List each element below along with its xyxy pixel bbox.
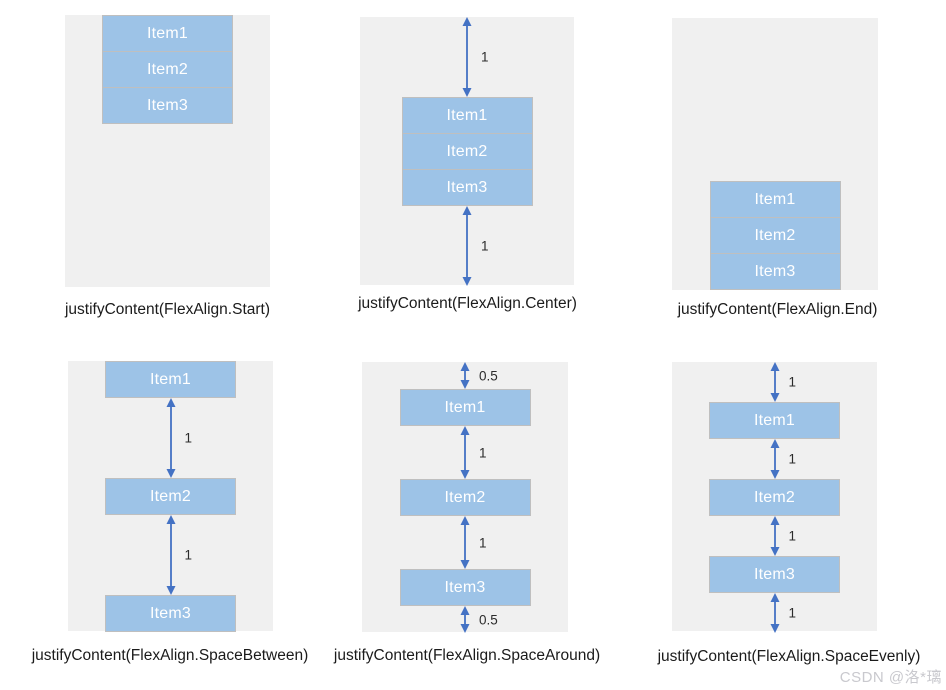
double-arrow-icon — [766, 593, 784, 633]
double-arrow-icon — [456, 606, 474, 633]
empty-space — [65, 124, 270, 287]
gap-weight-label: 0.5 — [479, 612, 498, 627]
flex-item-item1: Item1 — [105, 361, 236, 398]
gap-space: 1 — [672, 362, 877, 402]
flex-item-item2: Item2 — [102, 51, 233, 88]
gap-weight-label: 1 — [479, 445, 487, 460]
flex-item-item1: Item1 — [401, 97, 533, 134]
double-arrow-icon — [458, 206, 476, 286]
gap-space: 0.5 — [362, 362, 568, 389]
gap-weight-label: 1 — [788, 374, 797, 390]
gap-weight-label: 1 — [788, 451, 797, 467]
flex-item-item2: Item2 — [399, 479, 531, 516]
flex-item-item3: Item3 — [401, 169, 533, 206]
gap-weight-label: 1 — [788, 605, 797, 621]
double-arrow-icon — [766, 362, 784, 402]
gap-space: 1 — [68, 398, 273, 478]
gap-space: 1 — [360, 17, 574, 97]
double-arrow-icon — [458, 17, 476, 97]
double-arrow-icon — [456, 426, 474, 479]
flex-item-item3: Item3 — [102, 87, 233, 124]
gap-space: 1 — [68, 515, 273, 595]
caption-flexalign-space-around: justifyContent(FlexAlign.SpaceAround) — [333, 647, 601, 664]
flex-item-item2: Item2 — [709, 217, 841, 254]
flex-item-item1: Item1 — [102, 15, 233, 52]
gap-space: 1 — [672, 593, 877, 633]
gap-space: 1 — [360, 206, 574, 286]
double-arrow-icon — [766, 516, 784, 556]
gap-weight-label: 1 — [479, 535, 487, 550]
flex-item-item3: Item3 — [709, 253, 841, 290]
caption-flexalign-end: justifyContent(FlexAlign.End) — [677, 301, 878, 318]
double-arrow-icon — [162, 515, 180, 595]
flex-item-item1: Item1 — [399, 389, 531, 426]
flex-item-item2: Item2 — [105, 478, 236, 515]
gap-weight-label: 1 — [481, 238, 489, 254]
caption-flexalign-center: justifyContent(FlexAlign.Center) — [358, 295, 577, 312]
csdn-watermark: CSDN @洛*璃 — [839, 669, 942, 686]
double-arrow-icon — [162, 398, 180, 478]
gap-weight-label: 1 — [184, 430, 193, 446]
flex-item-item3: Item3 — [105, 595, 236, 632]
flex-item-item1: Item1 — [709, 181, 841, 218]
flex-item-item3: Item3 — [399, 569, 531, 606]
gap-weight-label: 1 — [184, 547, 193, 563]
gap-space: 1 — [672, 516, 877, 556]
gap-weight-label: 0.5 — [479, 368, 498, 383]
double-arrow-icon — [456, 516, 474, 569]
flex-item-item3: Item3 — [709, 556, 840, 593]
caption-flexalign-space-between: justifyContent(FlexAlign.SpaceBetween) — [31, 647, 309, 664]
gap-space: 1 — [362, 516, 568, 569]
flex-item-item1: Item1 — [709, 402, 840, 439]
flex-item-item2: Item2 — [401, 133, 533, 170]
gap-space: 1 — [672, 439, 877, 479]
gap-space: 0.5 — [362, 606, 568, 633]
caption-flexalign-space-evenly: justifyContent(FlexAlign.SpaceEvenly) — [657, 648, 921, 665]
gap-weight-label: 1 — [788, 528, 797, 544]
double-arrow-icon — [456, 362, 474, 389]
empty-space — [672, 18, 878, 181]
flex-item-item2: Item2 — [709, 479, 840, 516]
double-arrow-icon — [766, 439, 784, 479]
gap-space: 1 — [362, 426, 568, 479]
caption-flexalign-start: justifyContent(FlexAlign.Start) — [64, 301, 271, 318]
gap-weight-label: 1 — [481, 49, 489, 65]
